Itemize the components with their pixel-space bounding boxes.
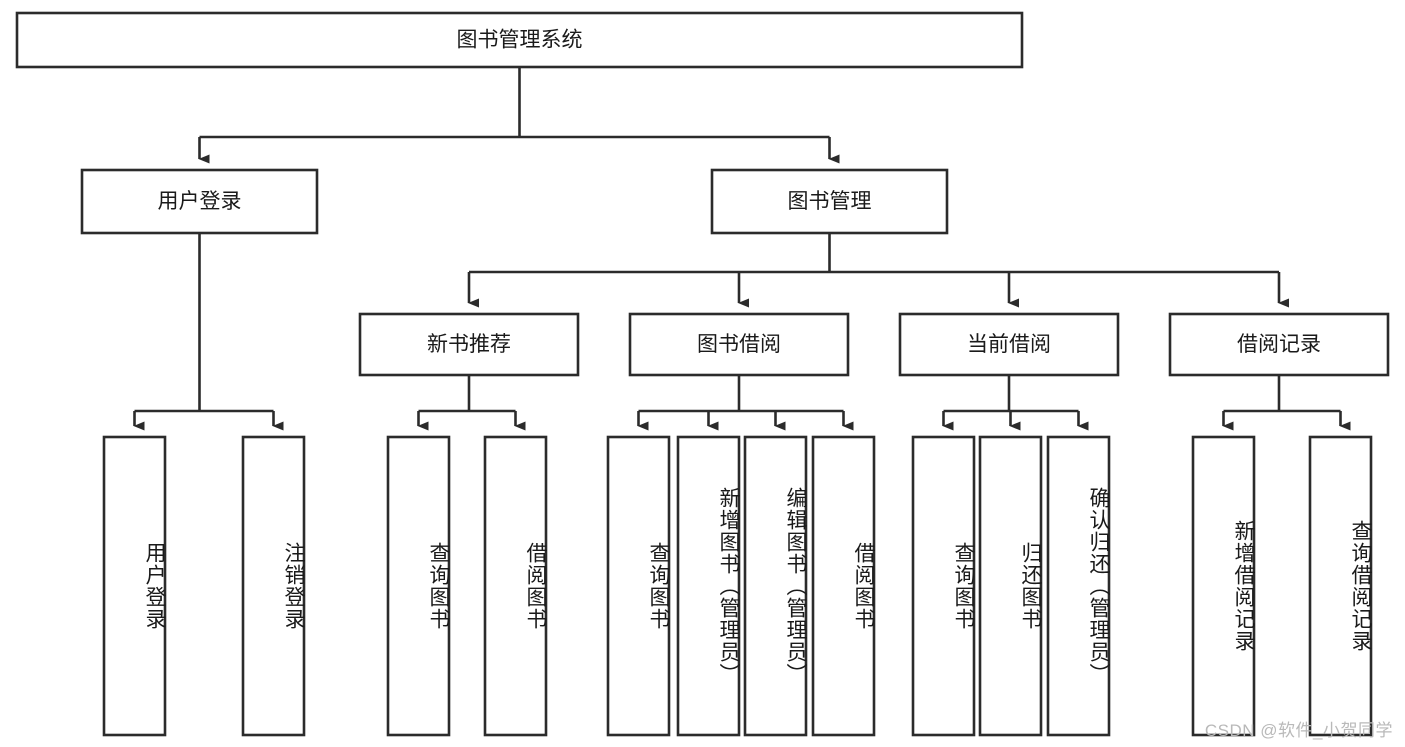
node-box-leaf-confirm-return-admin — [1046, 435, 1111, 737]
node-box-leaf-user-logout — [241, 435, 306, 737]
node-box-leaf-user-login — [102, 435, 167, 737]
node-box-book-borrow — [628, 312, 850, 377]
node-label-user-login: 用户登录 — [158, 190, 242, 213]
node-box-current-borrow — [898, 312, 1120, 377]
node-box-root — [15, 11, 1024, 69]
node-label-book-management: 图书管理 — [788, 190, 872, 213]
node-box-leaf-add-book-admin — [676, 435, 741, 737]
node-label-book-borrow: 图书借阅 — [697, 333, 781, 356]
node-box-user-login — [80, 168, 319, 235]
node-box-leaf-query-borrow-record — [1308, 435, 1373, 737]
node-label-current-borrow: 当前借阅 — [967, 333, 1051, 356]
node-box-leaf-add-borrow-record — [1191, 435, 1256, 737]
node-box-leaf-borrow-book-recommend — [483, 435, 548, 737]
node-box-book-management — [710, 168, 949, 235]
node-box-leaf-return-book — [978, 435, 1043, 737]
node-box-leaf-query-book-recommend — [386, 435, 451, 737]
node-box-leaf-query-book-borrow — [606, 435, 671, 737]
node-label-root: 图书管理系统 — [457, 29, 583, 52]
node-box-borrow-record — [1168, 312, 1390, 377]
node-label-borrow-record: 借阅记录 — [1237, 333, 1321, 356]
node-box-leaf-edit-book-admin — [743, 435, 808, 737]
node-box-new-book-recommend — [358, 312, 580, 377]
boxes-layer — [15, 11, 1390, 737]
node-box-leaf-borrow-book — [811, 435, 876, 737]
connectors-layer — [133, 67, 1351, 431]
node-box-leaf-query-book-current — [911, 435, 976, 737]
node-label-new-book-recommend: 新书推荐 — [427, 333, 511, 356]
csdn-watermark: CSDN @软件_小贺同学 — [1204, 721, 1393, 740]
